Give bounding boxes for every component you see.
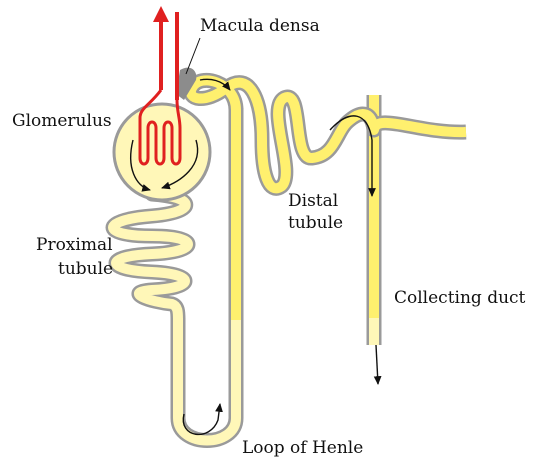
label-collecting-duct: Collecting duct (394, 288, 526, 308)
glomerulus (114, 12, 210, 200)
label-proximal-line1: Proximal (36, 235, 113, 255)
leader-macula-densa (186, 38, 200, 74)
proximal-tubule (113, 194, 188, 320)
label-distal-line1: Distal (288, 191, 338, 211)
label-glomerulus: Glomerulus (12, 111, 112, 131)
label-loop-of-henle: Loop of Henle (242, 438, 363, 458)
label-distal-line2: tubule (288, 213, 343, 233)
label-macula-densa: Macula densa (200, 16, 320, 36)
flow-arrow-urine (376, 345, 378, 384)
label-proximal-line2: tubule (58, 259, 113, 279)
